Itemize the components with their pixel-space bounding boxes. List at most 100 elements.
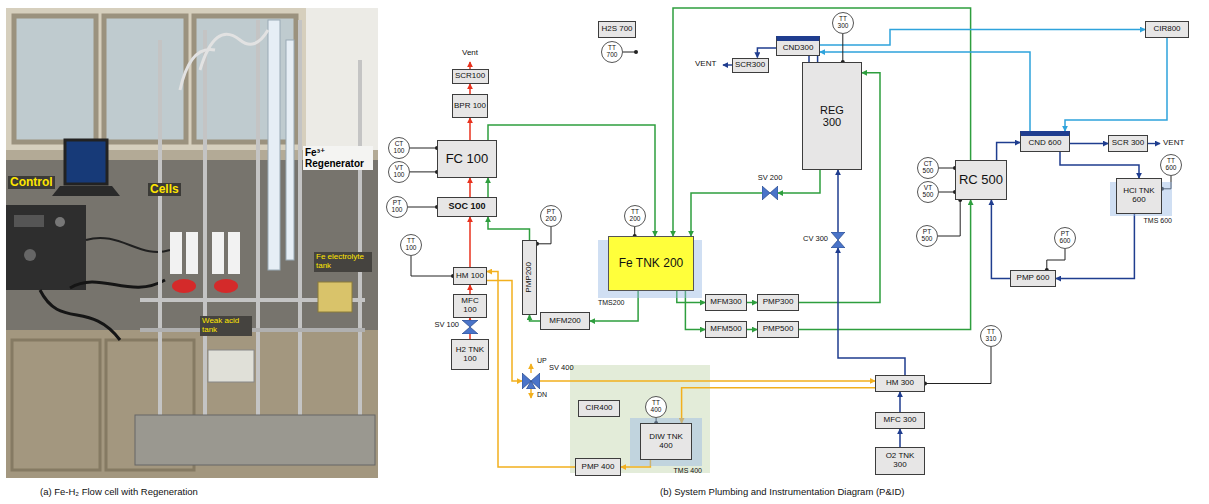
signal-line: [939, 168, 955, 169]
pipe-connector: [469, 178, 471, 197]
process-box: CIR800: [1145, 21, 1189, 38]
process-box: PMP300: [757, 294, 799, 311]
valve-symbol: SV 400: [522, 373, 540, 389]
box-text: CIR400: [585, 404, 612, 413]
instrument-circle: VT 100: [388, 161, 410, 183]
instrument-circle: TT 700: [601, 41, 623, 63]
valve-tag: CV 300: [803, 235, 828, 243]
pipe-connector: [1060, 152, 1139, 178]
pipe-connector: [820, 30, 1145, 46]
cable: [70, 280, 165, 288]
process-box: CND 600: [1020, 131, 1070, 152]
pipe-connector: [488, 125, 655, 236]
wall-window: [306, 8, 378, 158]
vent-arrow: [469, 62, 470, 69]
box-text: BPR 100: [454, 102, 486, 111]
signal-line: [939, 192, 955, 193]
temperature-band: TMS 600HCl TNK 600: [1110, 182, 1172, 216]
pipe-connector: [488, 217, 530, 240]
pipe-connector: [747, 302, 757, 304]
weak-acid-tank: [208, 350, 254, 382]
valve-body: [522, 373, 540, 389]
pipe-connector: [469, 285, 471, 294]
instrument-tag: PT 600: [1058, 231, 1073, 245]
pipe-connector: [899, 429, 901, 447]
pipe-connector: [991, 200, 1010, 279]
cabinet-door: [194, 16, 296, 142]
process-box: PMP500: [757, 321, 799, 338]
band-tag: TMS 600: [1144, 217, 1172, 225]
instrument-tag: TT 300: [836, 16, 851, 30]
process-box: Fe TNK 200: [608, 236, 694, 291]
box-text: PMP 400: [582, 463, 615, 472]
instrument-tag: PT 200: [544, 209, 559, 223]
vent-label: VENT: [695, 60, 716, 69]
box-text: HCl TNK 600: [1117, 187, 1161, 205]
valve-tag: SV 200: [758, 174, 783, 182]
box-text: MFM200: [549, 317, 581, 326]
box-text: DIW TNK 400: [649, 433, 683, 451]
valve-symbol: SV 200: [762, 186, 778, 200]
photo-label: Cells: [148, 183, 181, 196]
pipe-connector: [838, 248, 905, 375]
process-box: SOC 100: [437, 197, 497, 217]
box-text: CND300: [783, 44, 814, 53]
cabinet-door: [12, 340, 100, 470]
box-text: SOC 100: [448, 202, 485, 212]
instrument-circle: TT 100: [400, 234, 422, 256]
vent-arrow: [1148, 143, 1160, 144]
valve-wing: [462, 327, 478, 334]
signal-line: [842, 34, 843, 62]
box-text: PMP200: [525, 262, 534, 293]
instrument-tag: TT 600: [1164, 158, 1179, 172]
instrument-circle: PT 100: [386, 196, 408, 218]
process-box: MFC 100: [453, 294, 487, 318]
pipe-connector: [778, 170, 820, 193]
valve-wing: [831, 232, 845, 240]
back-wall: [6, 160, 378, 330]
cable: [40, 290, 120, 340]
cable: [86, 238, 170, 252]
box-text: PMP500: [763, 325, 794, 334]
pipe-connector: [673, 8, 971, 236]
temperature-band: TMS200Fe TNK 200: [598, 240, 702, 298]
frame-rod: [203, 30, 207, 430]
box-text: MFM300: [710, 298, 742, 307]
process-box: MFM500: [705, 321, 747, 338]
laptop-base: [52, 186, 120, 196]
frame-rail: [140, 328, 365, 332]
bottle: [186, 232, 198, 274]
process-box: SCR300: [732, 58, 769, 73]
box-text: PMP 600: [1017, 274, 1050, 283]
signal-line: [408, 207, 437, 208]
box-text: SCR300: [735, 61, 765, 70]
box-text: CND 600: [1029, 139, 1062, 148]
box-text: O2 TNK 300: [884, 452, 916, 470]
instrument-tag: PT 100: [390, 200, 405, 214]
control-knob: [55, 217, 65, 227]
valve-tag: SV 400: [549, 364, 574, 372]
process-box: BPR 100: [452, 94, 488, 118]
box-text: MFC 100: [454, 297, 486, 315]
control-panel: [14, 215, 44, 227]
instrument-circle: PT 500: [916, 225, 938, 247]
valve-port-down: [530, 389, 531, 398]
frame-rod: [256, 20, 260, 430]
process-box: CIR400: [578, 400, 620, 417]
process-box: FC 100: [437, 140, 497, 178]
process-box: SCR 300: [1108, 135, 1148, 152]
valve-body: [762, 186, 778, 200]
instrument-tag: TT 200: [628, 209, 643, 223]
instrument-circle: TT 400: [645, 396, 667, 418]
process-box: REG 300: [802, 62, 862, 170]
sensor-dot: [634, 50, 638, 54]
instrument-tag: TT 700: [605, 45, 620, 59]
upper-cabinet: [6, 8, 306, 150]
instrument-tag: TT 100: [404, 238, 419, 252]
bottle: [170, 232, 182, 274]
band-tag: TMS200: [598, 299, 624, 307]
pipe-connector: [799, 200, 971, 330]
pipe-connector: [469, 118, 471, 140]
process-box: DIW TNK 400: [640, 423, 692, 460]
